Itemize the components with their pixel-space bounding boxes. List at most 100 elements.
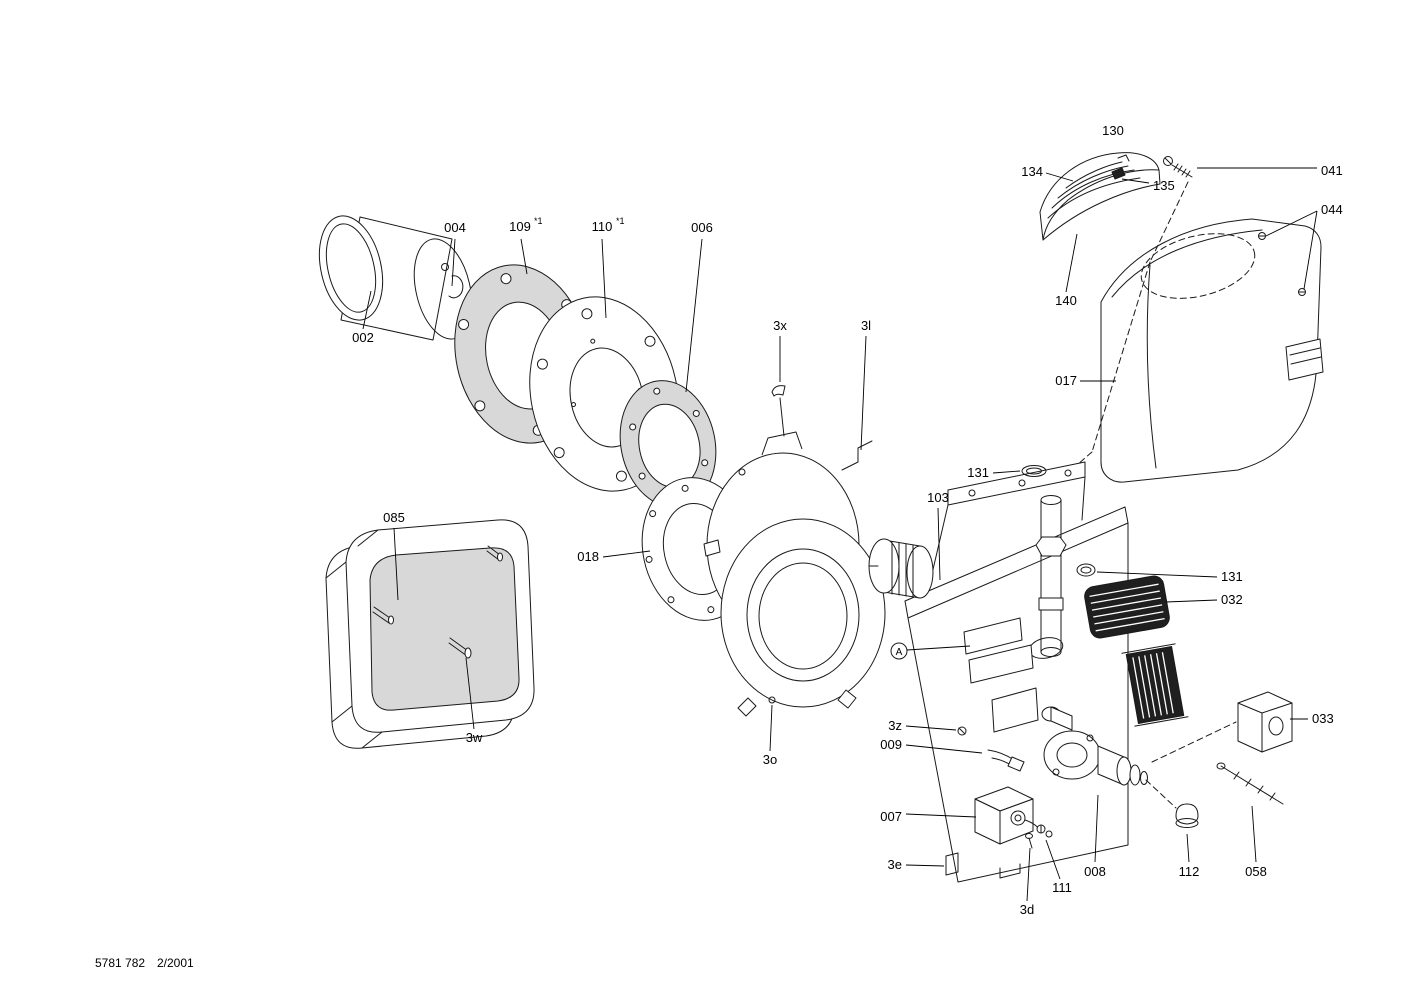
part-002-flame-tube <box>318 215 473 341</box>
label-085: 085 <box>383 510 405 601</box>
part-number-3x: 3x <box>773 318 787 333</box>
label-006: 006 <box>685 220 713 393</box>
part-number-009: 009 <box>880 737 902 752</box>
part-number-109: 109 <box>509 219 531 234</box>
label-017: 017 <box>1055 373 1116 388</box>
part-3w-pin <box>448 637 472 659</box>
part-number-110-footnote: *1 <box>616 216 625 226</box>
label-130: 130 <box>1102 123 1124 138</box>
label-004: 004 <box>444 220 466 287</box>
label-3l: 3l <box>860 318 871 451</box>
part-number-041: 041 <box>1321 163 1343 178</box>
label-018: 018 <box>577 549 651 564</box>
part-number-3d: 3d <box>1020 902 1034 917</box>
part-number-111: 111 <box>1052 880 1072 895</box>
part-112-cap <box>1175 803 1199 828</box>
label-131-top: 131 <box>967 465 1021 480</box>
section-marker-a: A <box>890 642 971 660</box>
label-007: 007 <box>880 809 977 824</box>
part-number-135: 135 <box>1153 178 1175 193</box>
part-3o-fan-housing <box>703 385 888 717</box>
label-002: 002 <box>352 290 374 345</box>
part-oil-supply-pipe <box>1035 495 1067 657</box>
part-number-004: 004 <box>444 220 466 235</box>
part-number-3l: 3l <box>861 318 871 333</box>
label-008: 008 <box>1084 794 1106 879</box>
part-number-033: 033 <box>1312 711 1334 726</box>
assembly-line-pump <box>1145 721 1237 809</box>
label-058: 058 <box>1245 805 1267 879</box>
part-number-058: 058 <box>1245 864 1267 879</box>
label-112: 112 <box>1179 833 1200 879</box>
part-131-o-ring-side <box>1076 563 1096 577</box>
label-041: 041 <box>1197 163 1343 178</box>
part-number-007: 007 <box>880 809 902 824</box>
part-017-burner-cover <box>1100 218 1324 483</box>
part-058-screw <box>1216 762 1284 805</box>
label-109: 109 *1 <box>509 216 543 275</box>
part-3x-sensor <box>771 385 786 397</box>
part-number-3o: 3o <box>763 752 777 767</box>
part-033-cable-clamp <box>1237 691 1293 753</box>
part-3d-screw <box>1025 833 1033 849</box>
label-044: 044 <box>1265 202 1343 290</box>
part-008-oil-pump <box>1041 706 1148 786</box>
label-009: 009 <box>880 737 983 754</box>
label-110: 110 *1 <box>592 216 625 319</box>
part-111-union-fitting <box>1036 824 1053 838</box>
part-number-131-top: 131 <box>967 465 989 480</box>
part-number-044: 044 <box>1321 202 1343 217</box>
labels-layer: 130 134 135 041 044 140 017 <box>352 123 1343 917</box>
part-number-3w: 3w <box>466 730 483 745</box>
part-103-fan-motor <box>868 538 934 599</box>
label-3z: 3z <box>888 718 957 733</box>
part-004-retaining-clip <box>448 275 464 299</box>
part-3l-bracket <box>841 440 873 471</box>
label-111: 111 <box>1045 839 1072 895</box>
part-number-032: 032 <box>1221 592 1243 607</box>
part-number-002: 002 <box>352 330 374 345</box>
part-number-140: 140 <box>1055 293 1077 308</box>
label-3x: 3x <box>773 318 787 382</box>
hood-stud-top <box>486 545 503 562</box>
part-3z-screw <box>957 726 967 736</box>
label-135: 135 <box>1121 178 1175 193</box>
part-number-008: 008 <box>1084 864 1106 879</box>
part-number-085: 085 <box>383 510 405 525</box>
label-3w: 3w <box>465 657 483 745</box>
part-ignition-transformer <box>1121 643 1189 727</box>
part-number-131-right: 131 <box>1221 569 1243 584</box>
label-103: 103 <box>927 490 949 581</box>
part-number-018: 018 <box>577 549 599 564</box>
hood-stud-left <box>372 606 394 625</box>
part-number-006: 006 <box>691 220 713 235</box>
part-041-screw <box>1163 156 1193 178</box>
chassis-plate <box>904 461 1129 883</box>
part-3e-bracket <box>945 852 959 876</box>
part-number-112: 112 <box>1179 864 1200 879</box>
part-number-109-footnote: *1 <box>534 216 543 226</box>
label-3o: 3o <box>763 704 777 767</box>
part-number-110: 110 <box>592 219 613 234</box>
label-033: 033 <box>1290 711 1334 726</box>
part-085-acoustic-hood <box>325 519 535 749</box>
part-131-o-ring-top <box>1021 465 1047 477</box>
label-3d: 3d <box>1020 847 1034 917</box>
rating-plate-lower <box>968 644 1034 684</box>
revision-date: 2/2001 <box>157 956 194 970</box>
label-140: 140 <box>1055 233 1078 308</box>
part-number-134: 134 <box>1021 164 1043 179</box>
label-131-right: 131 <box>1096 569 1243 584</box>
part-140-air-intake-grille <box>1039 152 1161 241</box>
section-marker-a-letter: A <box>896 647 903 658</box>
part-number-130: 130 <box>1102 123 1124 138</box>
part-007-ignition-unit <box>974 786 1042 845</box>
part-135-clip <box>1111 167 1126 180</box>
part-number-017: 017 <box>1055 373 1077 388</box>
label-3e: 3e <box>888 857 945 872</box>
part-009-ignition-electrodes <box>987 749 1025 772</box>
part-number-103: 103 <box>927 490 949 505</box>
part-032-control-unit <box>1084 575 1170 639</box>
